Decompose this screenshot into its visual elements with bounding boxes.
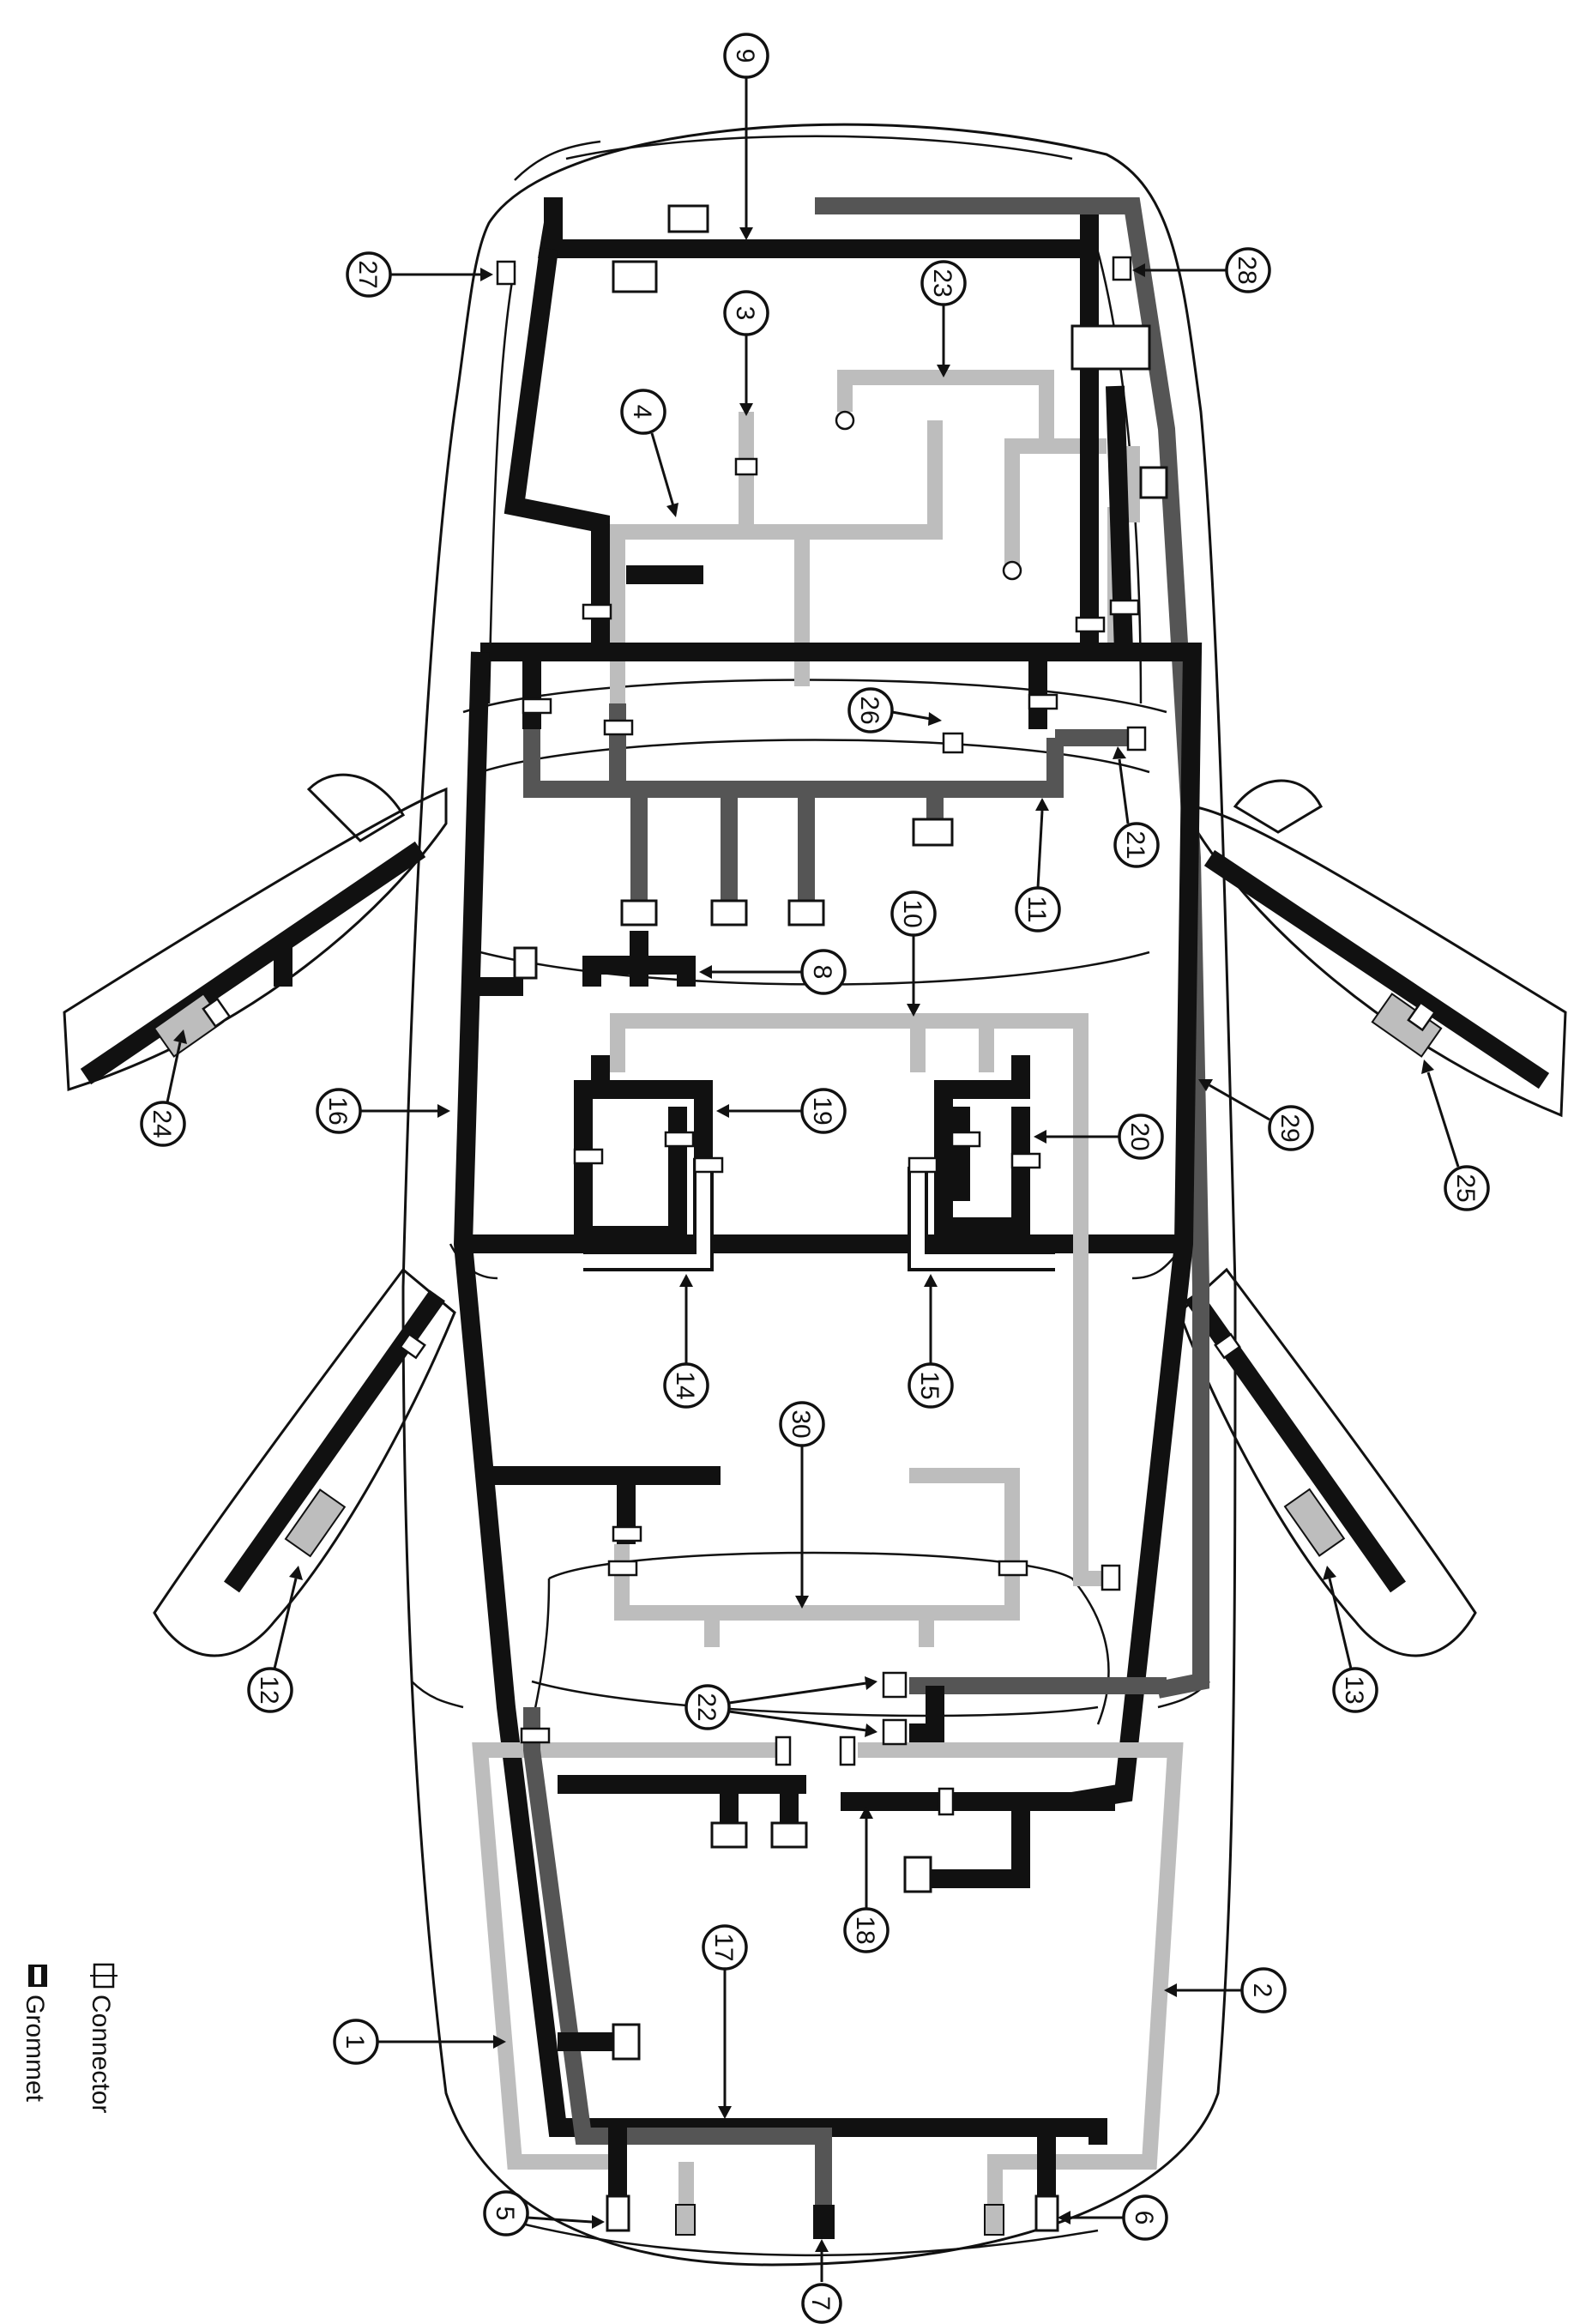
callout-4: 4 (620, 389, 678, 517)
callout-20: 20 (1034, 1114, 1164, 1160)
callout-19: 19 (716, 1088, 847, 1134)
connector-markers (496, 256, 1147, 1816)
harness-10 (610, 1013, 1115, 1586)
callout-6: 6 (1058, 2194, 1168, 2241)
rear-right-door (1178, 1267, 1477, 1657)
callout-16: 16 (316, 1088, 450, 1134)
harness-20 (934, 1055, 1030, 1244)
callout-28: 28 (1132, 247, 1271, 293)
callout-18: 18 (843, 1806, 890, 1953)
harness-8 (513, 931, 696, 987)
svg-text:14: 14 (671, 1371, 699, 1399)
svg-text:8: 8 (808, 965, 836, 980)
harness-18 (558, 1775, 1115, 2061)
front-left-door (63, 773, 448, 1092)
harness-29 (815, 197, 1209, 1699)
svg-text:18: 18 (851, 1916, 879, 1944)
callout-1: 1 (333, 2019, 506, 2065)
callout-15: 15 (908, 1274, 954, 1409)
svg-text:23: 23 (928, 269, 956, 297)
svg-text:15: 15 (915, 1371, 944, 1399)
svg-text:1: 1 (341, 2035, 369, 2049)
callout-23: 23 (920, 260, 967, 377)
svg-text:7: 7 (806, 2297, 835, 2311)
callout-25: 25 (1421, 1059, 1490, 1211)
callout-17: 17 (702, 1924, 748, 2119)
svg-text:17: 17 (709, 1933, 738, 1961)
callout-27: 27 (346, 251, 493, 298)
callout-11: 11 (1015, 798, 1061, 933)
harness-22 (909, 1677, 1167, 1742)
svg-text:27: 27 (353, 260, 382, 288)
harness-14 (583, 1158, 714, 1271)
svg-text:10: 10 (898, 899, 926, 927)
rear-left-door (153, 1267, 456, 1657)
callout-9: 9 (723, 33, 769, 240)
svg-text:2: 2 (1248, 1983, 1276, 1998)
callout-10: 10 (890, 890, 937, 1017)
callout-26: 26 (847, 687, 942, 733)
callout-30: 30 (779, 1401, 825, 1609)
grommet-legend-label: Grommet (21, 1995, 49, 2103)
svg-text:3: 3 (731, 306, 759, 321)
harness-19 (574, 1055, 713, 1245)
svg-text:9: 9 (731, 49, 759, 63)
harness-15 (908, 1167, 1055, 1271)
harness-9 (504, 197, 1099, 652)
svg-text:29: 29 (1275, 1114, 1304, 1142)
svg-text:13: 13 (1340, 1675, 1368, 1704)
callout-2: 2 (1164, 1967, 1287, 2013)
harness-30 (614, 1468, 1020, 1647)
svg-text:11: 11 (1022, 896, 1051, 922)
svg-text:6: 6 (1130, 2211, 1158, 2225)
svg-text:25: 25 (1451, 1174, 1480, 1202)
front-right-door (1191, 779, 1567, 1118)
svg-text:12: 12 (255, 1675, 283, 1704)
rear-connectors (606, 2128, 1059, 2239)
harness-11 (523, 703, 1141, 927)
callout-8: 8 (699, 949, 847, 995)
svg-text:5: 5 (491, 2206, 519, 2221)
svg-text:26: 26 (855, 696, 883, 724)
callout-22: 22 (684, 1676, 877, 1737)
svg-text:28: 28 (1233, 256, 1261, 284)
callout-24: 24 (140, 1029, 187, 1147)
svg-text:30: 30 (787, 1409, 815, 1438)
svg-text:19: 19 (808, 1096, 836, 1125)
svg-text:21: 21 (1121, 830, 1149, 859)
connector-legend-label: Connector (87, 1995, 115, 2113)
callout-29: 29 (1198, 1079, 1314, 1151)
svg-text:4: 4 (628, 405, 656, 420)
callout-13: 13 (1323, 1566, 1378, 1713)
callout-3: 3 (723, 290, 769, 416)
svg-text:20: 20 (1125, 1122, 1154, 1150)
svg-text:24: 24 (148, 1109, 176, 1138)
svg-text:16: 16 (323, 1096, 352, 1125)
callout-5: 5 (483, 2190, 605, 2236)
callout-7: 7 (801, 2239, 842, 2324)
callout-12: 12 (247, 1566, 303, 1713)
legend: Connector Grommet (21, 1963, 118, 2113)
callout-14: 14 (663, 1274, 709, 1409)
svg-text:22: 22 (692, 1693, 721, 1721)
harness-2 (858, 1742, 1184, 2213)
callout-21: 21 (1113, 746, 1160, 868)
